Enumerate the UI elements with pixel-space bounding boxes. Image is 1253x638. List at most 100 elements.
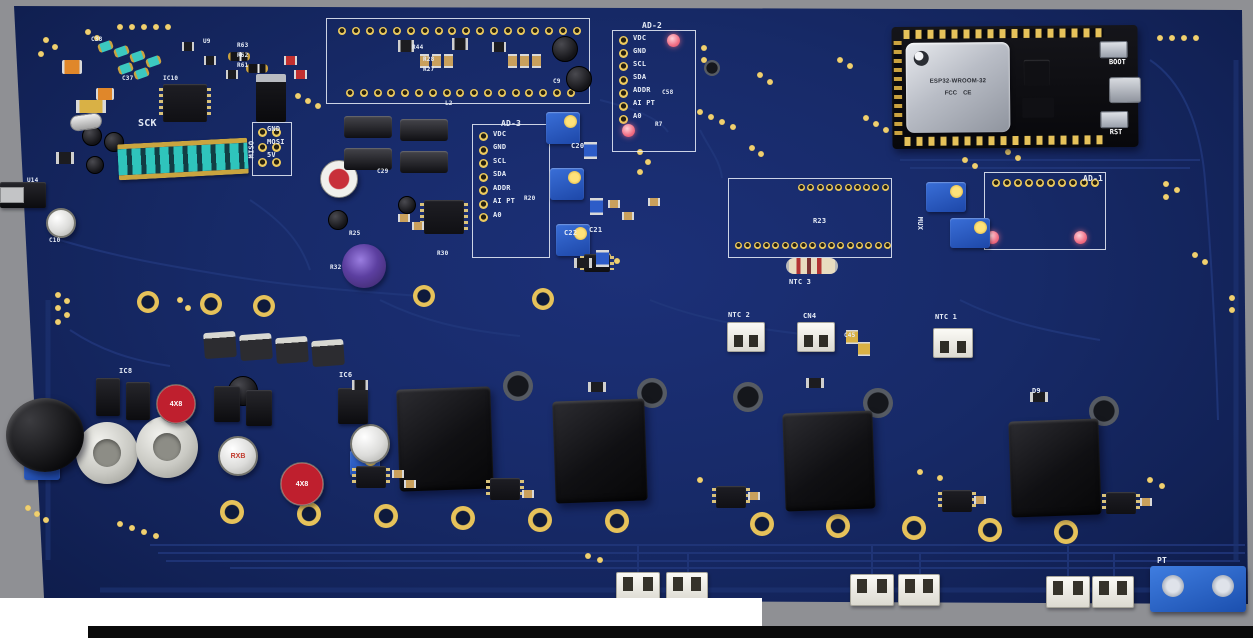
- silk-label-scl: SCL: [493, 157, 507, 165]
- silk-label-mux: MUX: [916, 216, 925, 231]
- via: [837, 57, 843, 63]
- connector-slot: [643, 577, 653, 591]
- silk-label-ad-3: AD-3: [501, 119, 522, 128]
- pin: [735, 242, 742, 249]
- pin: [415, 89, 423, 97]
- pin: [790, 242, 798, 249]
- pin: [865, 242, 873, 249]
- pin: [800, 242, 808, 249]
- silk-label-gnd: GND: [493, 143, 507, 151]
- pin: [855, 242, 863, 249]
- via: [637, 169, 643, 175]
- bottom-connector: [850, 574, 894, 606]
- silk-label-addr: ADDR: [493, 184, 511, 192]
- pin: [258, 128, 267, 137]
- pin: [545, 27, 553, 35]
- pin: [479, 159, 488, 168]
- unplated-hole: [733, 382, 763, 412]
- silk-label-r62: R62: [237, 52, 249, 59]
- pin: [484, 89, 492, 97]
- power-diode: [311, 338, 345, 368]
- ntc3-resistor: [786, 258, 838, 274]
- plated-hole: [826, 514, 850, 538]
- via: [730, 124, 736, 130]
- esp32-pin-row-bottom: [904, 135, 1105, 146]
- pin: [503, 27, 512, 35]
- via: [55, 292, 61, 298]
- relay-3: [782, 410, 876, 512]
- via: [55, 305, 61, 311]
- silk-label-ad-1: AD-1: [1083, 174, 1104, 183]
- pin: [420, 27, 429, 35]
- pin: [517, 27, 526, 35]
- ad2-module-outline: [612, 30, 696, 152]
- via: [1193, 35, 1199, 41]
- via: [129, 24, 135, 30]
- melf-diode: [228, 52, 250, 61]
- via: [305, 98, 311, 104]
- pin: [619, 102, 628, 111]
- pin: [619, 88, 628, 98]
- silk-label-ai-pt: AI PT: [493, 197, 516, 205]
- chip-resistor: [522, 490, 534, 498]
- cap-marking: RXB: [230, 452, 246, 460]
- ntc2-connector: [727, 322, 765, 352]
- connector-slot: [1053, 581, 1063, 595]
- plated-hole: [200, 293, 222, 315]
- regulator-chip: [1022, 97, 1055, 118]
- pt-terminal: [1150, 566, 1246, 612]
- via: [141, 529, 147, 535]
- terminal-screw: [1162, 575, 1184, 597]
- tantalum-cap: [62, 60, 82, 74]
- cap: [86, 156, 104, 174]
- chip-resistor: [622, 212, 634, 220]
- driver-ic: [486, 478, 524, 500]
- cap: [398, 196, 416, 214]
- silk-label-r25: R25: [349, 230, 361, 237]
- silk-label-r7: R7: [655, 121, 663, 128]
- pin: [619, 62, 628, 72]
- via: [873, 121, 879, 127]
- diode: [806, 378, 824, 388]
- boot-button: [1099, 41, 1128, 59]
- silk-label-c9: C9: [553, 78, 561, 85]
- esp32-shield-text: ESP32-WROOM-32: [929, 78, 987, 85]
- silk-label-r20: R20: [524, 195, 536, 202]
- silk-label-r63: R63: [237, 42, 249, 49]
- via: [1174, 187, 1180, 193]
- pin: [753, 242, 761, 249]
- melf-diode: [246, 64, 268, 73]
- ic6-part: [338, 388, 368, 424]
- esp32-cert-marks: FCC CE: [906, 90, 1010, 97]
- via: [1157, 35, 1163, 41]
- silk-label-c29: C29: [377, 168, 389, 175]
- electrolytic-cap: [320, 160, 358, 198]
- silk-label-ai-pt: AI PT: [633, 99, 656, 107]
- silk-label-sda: SDA: [493, 170, 507, 178]
- melf-cap: [112, 44, 131, 59]
- pin: [511, 89, 520, 97]
- pin: [553, 89, 561, 97]
- via: [937, 475, 943, 481]
- pin: [525, 89, 534, 97]
- via: [43, 37, 49, 43]
- connector-slot: [940, 341, 949, 353]
- silk-label-c37: C37: [122, 75, 134, 82]
- chip-resistor: [520, 54, 529, 68]
- pin: [992, 179, 1000, 187]
- pin: [338, 27, 346, 35]
- silk-label-addr: ADDR: [633, 86, 651, 94]
- pin: [772, 242, 780, 249]
- pin: [462, 27, 471, 35]
- via: [85, 29, 91, 35]
- cn4-connector: [797, 322, 835, 352]
- ntc1-connector: [933, 328, 973, 358]
- silk-label-c20: C20: [571, 142, 585, 150]
- silk-label-5v: 5V: [267, 151, 276, 159]
- pin: [346, 89, 354, 97]
- power-diode: [239, 332, 273, 362]
- diode: [588, 382, 606, 392]
- connector-slot: [673, 577, 683, 591]
- pin: [373, 89, 382, 97]
